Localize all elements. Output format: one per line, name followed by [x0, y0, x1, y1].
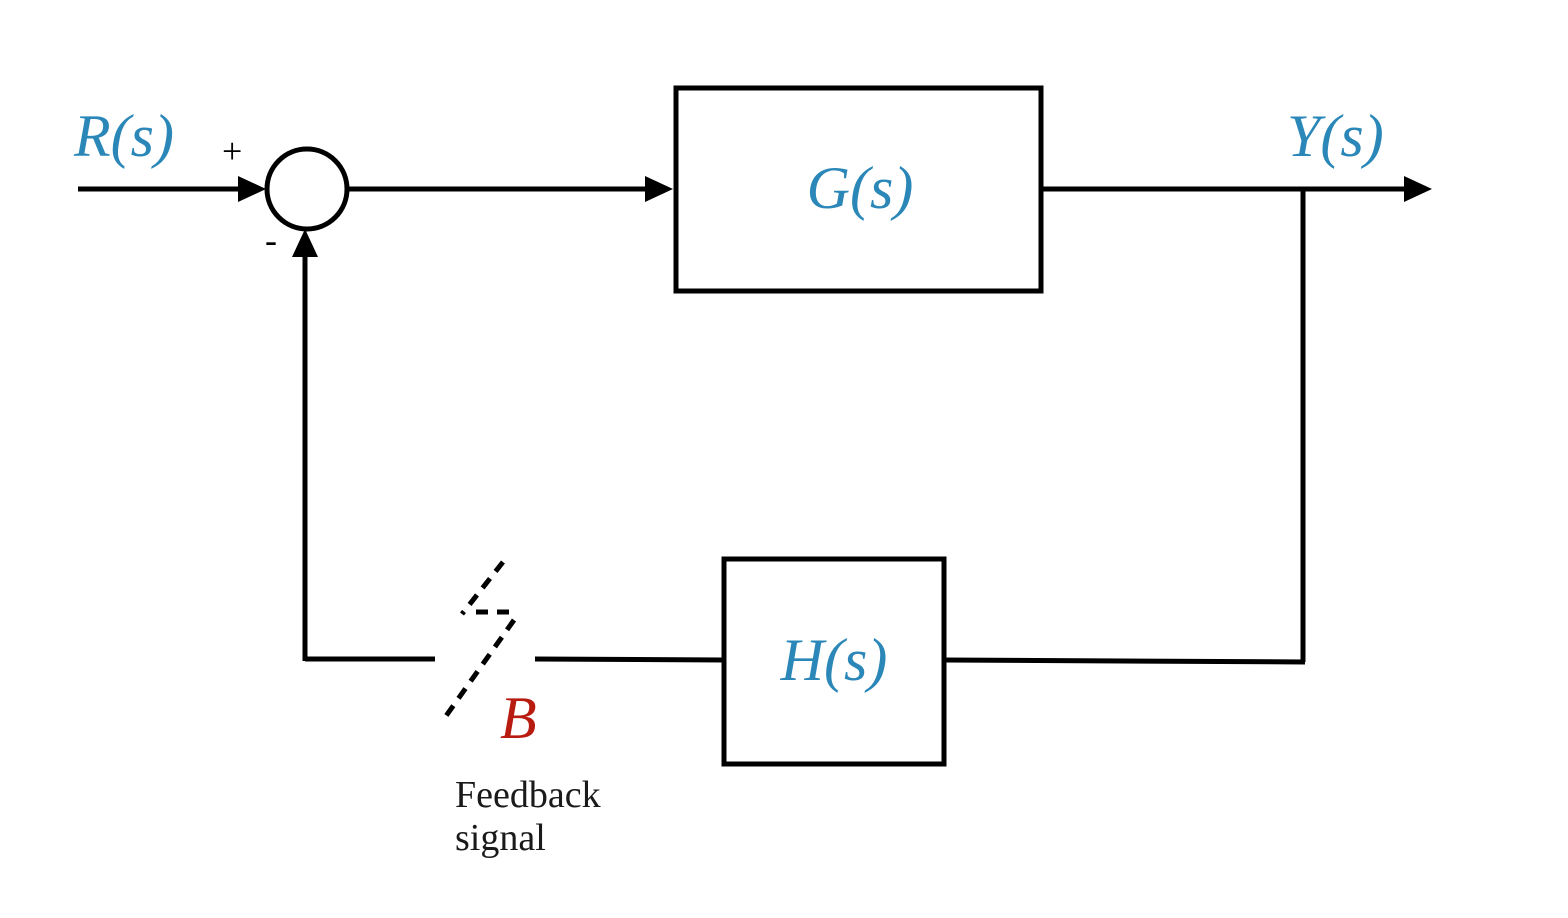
feedback-line-right	[534, 656, 725, 663]
output-signal-label: Y(s)	[1287, 103, 1384, 169]
switch-caption-line2: signal	[455, 817, 546, 859]
forward-block	[673, 85, 1044, 294]
switch-blade-upper	[460, 560, 505, 616]
summing-junction	[264, 146, 350, 232]
input-arrowhead	[238, 176, 266, 202]
feedback-block-label: H(s)	[780, 627, 888, 693]
switch-label: B	[500, 685, 537, 751]
forward-block-label: G(s)	[807, 155, 914, 221]
output-arrowhead	[1404, 176, 1432, 202]
input-signal-label: R(s)	[73, 103, 174, 169]
plus-sign: +	[222, 131, 242, 171]
error-arrowhead	[645, 176, 673, 202]
feedback-return-line	[944, 657, 1306, 665]
feedback-arrowhead	[292, 229, 318, 257]
minus-sign: -	[265, 220, 277, 260]
feedback-block	[721, 556, 947, 767]
switch-caption-line1: Feedback	[455, 774, 601, 816]
